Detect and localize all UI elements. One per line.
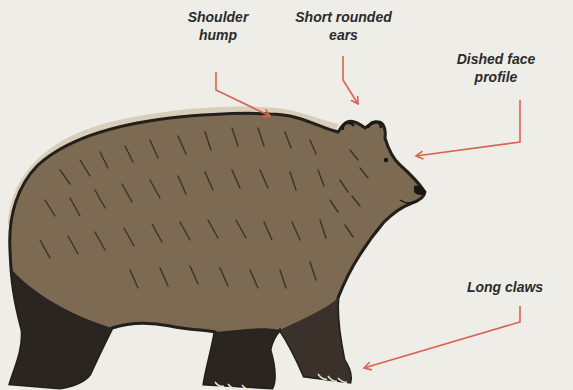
mouth xyxy=(400,200,418,203)
nose xyxy=(414,185,425,195)
rear-leg-shade xyxy=(10,270,112,388)
leader-line xyxy=(216,72,270,116)
bear-body xyxy=(10,113,425,388)
leader-lines xyxy=(216,56,520,368)
claws xyxy=(215,374,347,389)
callout-label: Long claws xyxy=(445,278,565,296)
callout-label: Short rounded ears xyxy=(286,8,401,44)
front-leg-shade xyxy=(204,328,280,388)
leader-line xyxy=(416,100,520,156)
eye xyxy=(384,158,388,162)
ear xyxy=(343,123,354,130)
leader-line xyxy=(364,306,520,368)
callout-label: Shoulder hump xyxy=(178,8,258,44)
fur-strokes xyxy=(40,128,368,288)
front-leg-shade xyxy=(280,298,351,382)
leader-line xyxy=(343,56,358,104)
ear xyxy=(368,122,381,128)
callout-label: Dished face profile xyxy=(440,50,552,86)
